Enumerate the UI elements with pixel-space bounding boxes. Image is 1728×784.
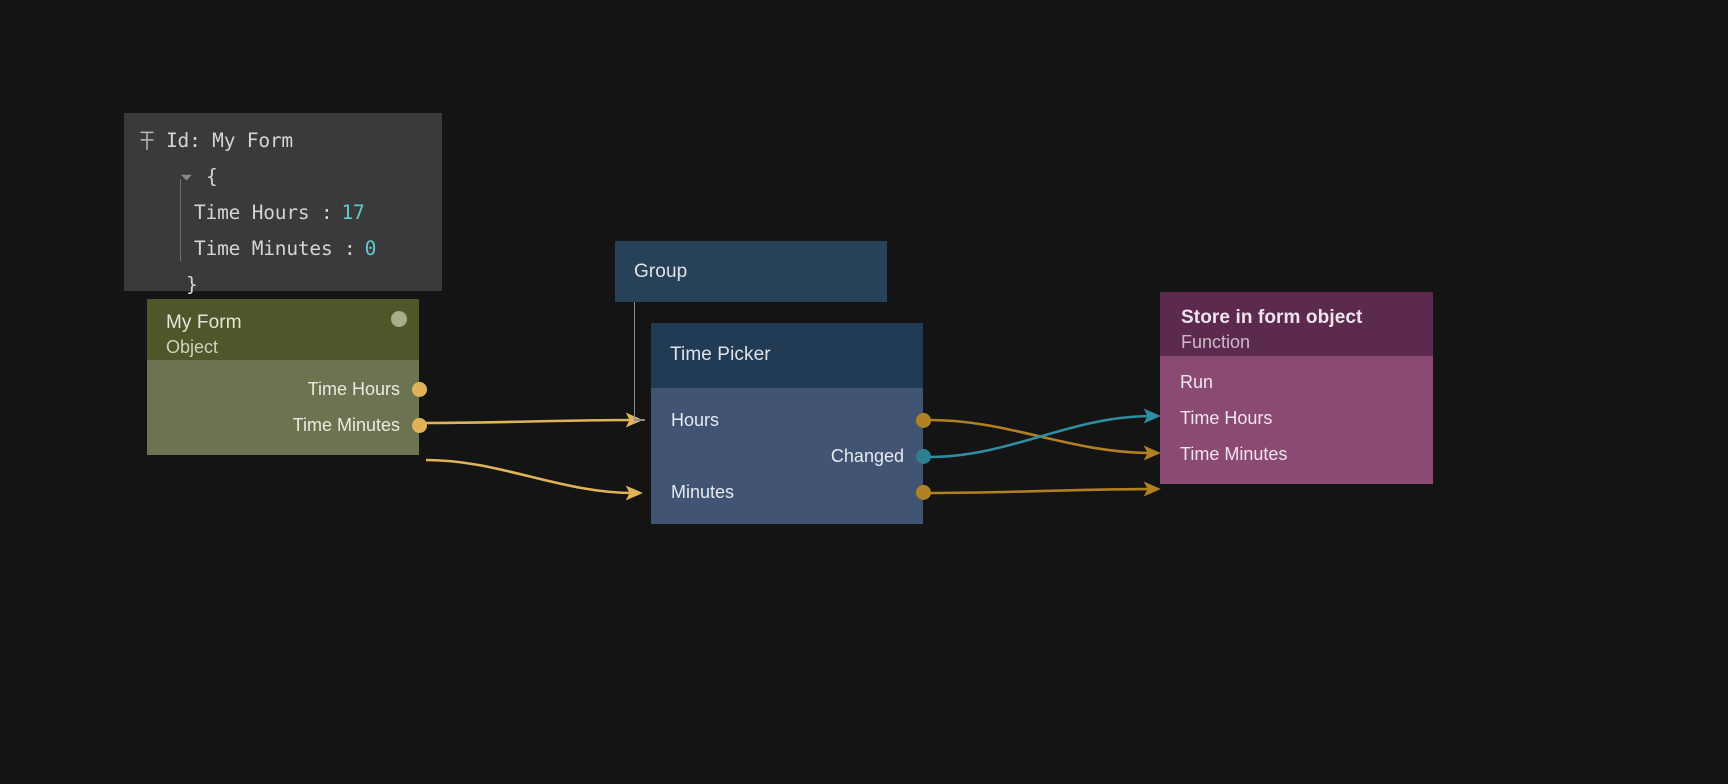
input-port-row-hours[interactable]: Hours (651, 402, 931, 438)
output-port-row-changed[interactable]: Changed (651, 438, 931, 474)
input-port-label-minutes: Minutes (671, 482, 735, 502)
output-port-dot-time-hours[interactable] (411, 381, 427, 397)
node-my-form[interactable]: My Form Object Time Hours Time Minutes (147, 299, 427, 455)
group-connector-line (634, 302, 635, 420)
node-time-picker[interactable]: Time Picker Hours Changed Minutes (651, 323, 931, 524)
node-group-title: Group (634, 261, 688, 282)
inspector-brace-close: } (186, 273, 198, 296)
node-store-header[interactable]: Store in form object Function (1160, 292, 1433, 356)
inspector-property-row: Time Minutes : 0 (124, 231, 442, 267)
input-port-row-store-time-minutes[interactable]: Time Minutes (1160, 436, 1433, 472)
output-port-label-time-hours: Time Hours (307, 379, 400, 399)
inspector-property-key: Time Hours : (194, 201, 333, 224)
node-store-title: Store in form object (1181, 307, 1363, 328)
node-time-picker-title: Time Picker (670, 344, 771, 365)
status-indicator-dot[interactable] (391, 311, 407, 327)
output-port-dot-time-minutes[interactable] (411, 417, 427, 433)
output-port-label-changed: Changed (830, 446, 904, 466)
input-port-label-hours: Hours (671, 410, 720, 430)
output-port-row-time-minutes[interactable]: Time Minutes (147, 407, 427, 443)
node-my-form-subtitle: Object (166, 337, 219, 357)
wire-timepicker-minutes-to-store-timeminutes (929, 481, 1161, 497)
group-connector-tick (634, 419, 645, 421)
triangle-down-icon[interactable] (180, 171, 193, 184)
inspector-property-key: Time Minutes : (194, 237, 356, 260)
wire-timepicker-hours-to-store-timehours (929, 418, 1161, 461)
pin-icon[interactable] (138, 131, 156, 151)
inspector-tree-guide-line (180, 179, 181, 261)
inspector-property-row: Time Hours : 17 (124, 195, 442, 231)
input-port-row-store-time-hours[interactable]: Time Hours (1160, 400, 1433, 436)
output-port-row-time-hours[interactable]: Time Hours (147, 371, 427, 407)
node-my-form-title: My Form (166, 312, 242, 333)
node-my-form-header[interactable]: My Form Object (147, 299, 419, 360)
input-port-row-minutes[interactable]: Minutes (651, 474, 931, 510)
wire-myform-minutes-to-timepicker-minutes (425, 458, 643, 501)
inspector-id-label: Id: My Form (166, 129, 293, 152)
node-store-subtitle: Function (1181, 332, 1251, 352)
node-store-in-form-object[interactable]: Store in form object Function Run Time H… (1160, 292, 1433, 484)
inspector-brace-open-row: { (124, 159, 442, 195)
inspector-brace-open: { (206, 165, 218, 188)
inspector-brace-close-row: } (124, 267, 442, 303)
node-group[interactable]: Group (615, 241, 887, 302)
inspector-id-row: Id: My Form (124, 123, 442, 159)
inspector-property-value: 17 (341, 201, 365, 224)
input-port-row-run[interactable]: Run (1160, 364, 1433, 400)
output-port-label-time-minutes: Time Minutes (292, 415, 400, 435)
inspector-property-value: 0 (364, 237, 377, 260)
input-port-label-store-time-hours: Time Hours (1180, 408, 1273, 428)
node-my-form-body: Time Hours Time Minutes (147, 360, 427, 455)
input-port-label-run: Run (1180, 372, 1214, 392)
wire-myform-hours-to-timepicker-hours (425, 412, 643, 428)
output-port-dot-minutes-value[interactable] (915, 484, 931, 500)
wire-timepicker-changed-to-store-run (929, 408, 1161, 459)
input-port-label-store-time-minutes: Time Minutes (1180, 444, 1288, 464)
node-store-body: Run Time Hours Time Minutes (1160, 356, 1433, 484)
node-group-header[interactable]: Group (615, 241, 887, 302)
node-time-picker-body: Hours Changed Minutes (651, 388, 931, 524)
node-time-picker-header[interactable]: Time Picker (651, 323, 923, 388)
output-port-dot-changed[interactable] (915, 448, 931, 464)
inspector-panel[interactable]: Id: My Form { Time Hours : 17 Time Minut… (124, 113, 442, 296)
output-port-dot-hours-value[interactable] (915, 412, 931, 428)
